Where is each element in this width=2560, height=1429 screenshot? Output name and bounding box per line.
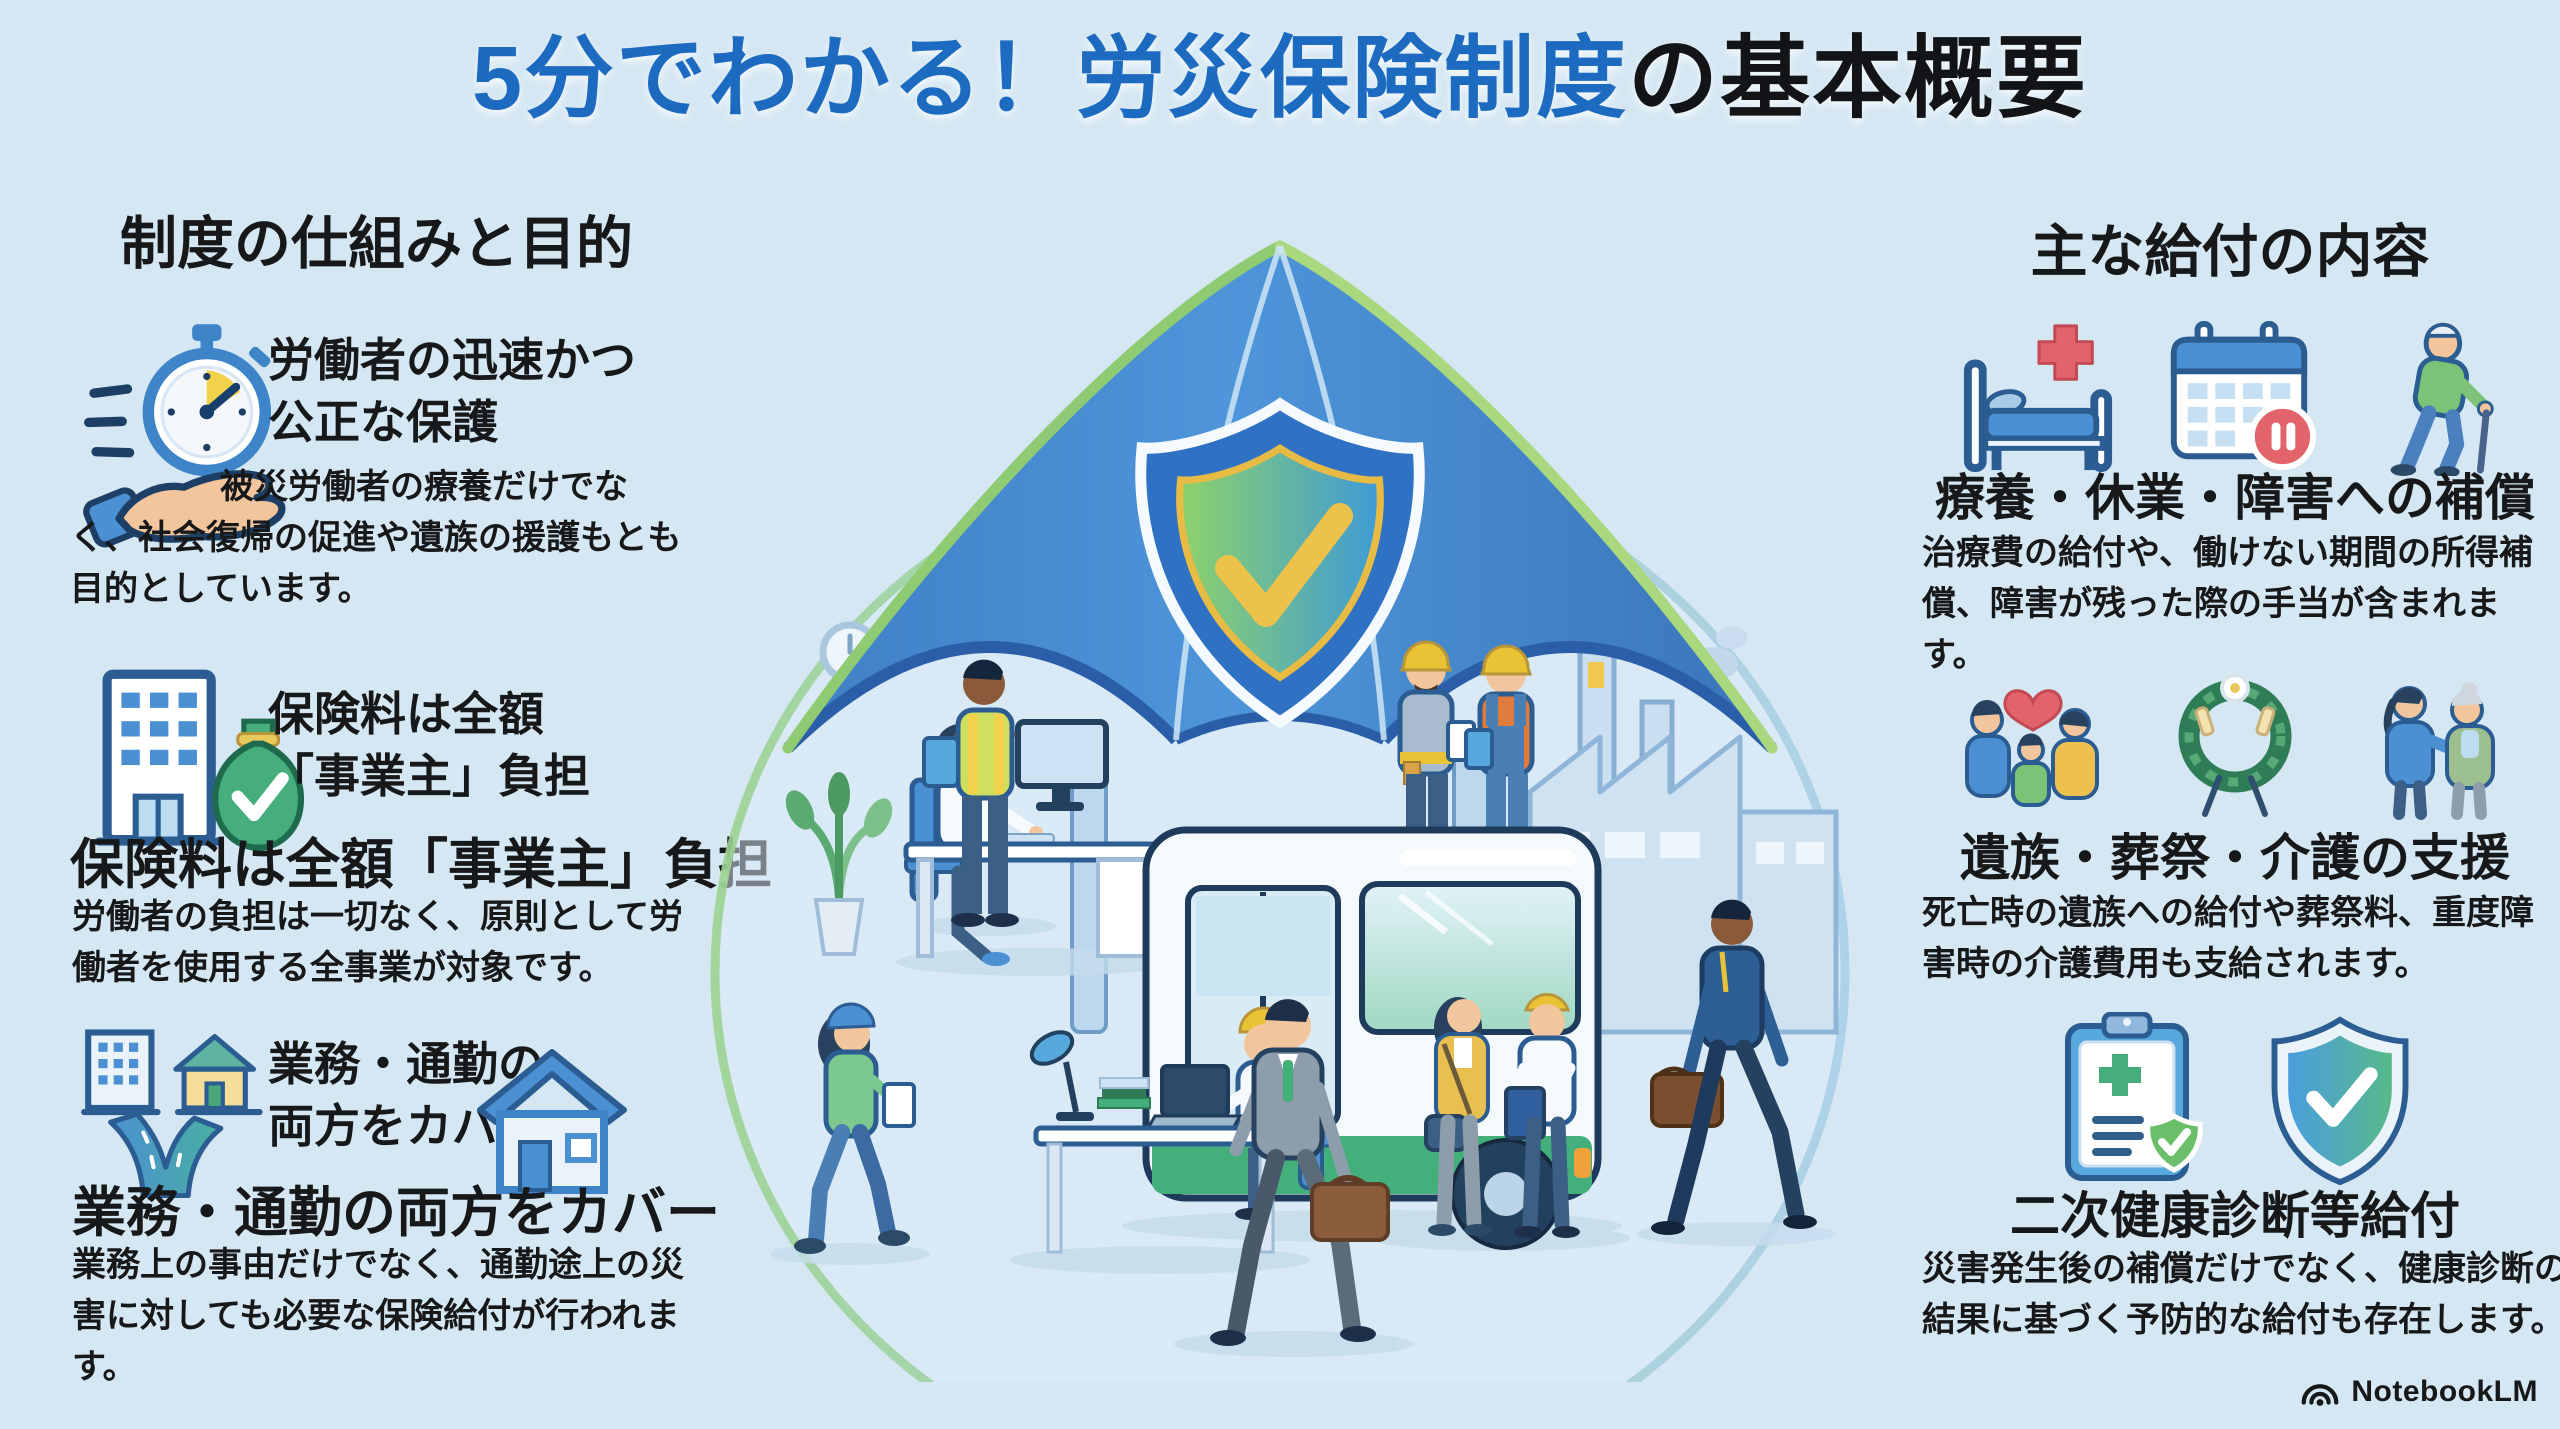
commuting-pair [1424,993,1580,1238]
right-item1-heading: 療養・休業・障害への補償 [1935,470,2535,526]
left-item3-description: 業務上の事由だけでなく、通勤途上の災害に対しても必要な保険給付が行われます。 [72,1246,684,1386]
right-item3-description: 災害発生後の補償だけでなく、健康診断の結果に基づく予防的な給付も存在します。 [1922,1250,2560,1339]
left-item1-description: 被災労働者の療養だけでなく、社会復帰の促進や遺族の援護もとも目的としています。 [70,468,682,608]
businessman-briefcase [1210,999,1390,1346]
caregiver-icon [2383,682,2495,820]
title-rest: の基本概要 [1628,29,2089,129]
right-item1-icons [1915,318,2555,476]
house-icon [477,1049,627,1194]
commute-route-icon [81,1029,263,1198]
protection-canopy-illustration [710,240,1850,1382]
right-item2-description: 死亡時の遺族への給付や葬祭料、重度障害時の介護費用も支給されます。 [1922,894,2534,983]
businessman-right [1650,899,1817,1235]
left-item2-heading: 保険料は全額 「事業主」負担 [268,688,590,802]
title-highlight: 5分でわかる！労災保険制度 [471,29,1629,129]
walking-worker [794,1002,916,1254]
family-heart-icon [1965,689,2099,807]
stopwatch-hand-icon [83,324,286,548]
shield-check-emblem [1135,397,1425,729]
page-title: 5分でわかる！労災保険制度の基本概要 [0,30,2560,129]
safety-vest-worker [922,659,1019,927]
right-item2-heading: 遺族・葬祭・介護の支援 [1960,830,2510,886]
funeral-wreath-icon [2178,673,2292,817]
shield-check-icon [2271,1016,2409,1186]
potted-plant [785,772,893,956]
building-moneybag-icon [94,669,305,851]
brand-label: NotebookLM [2351,1375,2538,1408]
brand-footer: NotebookLM [2299,1371,2538,1413]
left-item2-description: 労働者の負担は一切なく、原則として労働者を使用する全事業が対象です。 [72,898,683,987]
medical-checklist-icon [2065,1012,2203,1181]
notebooklm-logo-icon [2301,1384,2339,1406]
hospital-bed-icon [1963,324,2113,473]
right-item1-description: 治療費の給付や、働けない期間の所得補償、障害が残った際の手当が含まれます。 [1922,534,2533,674]
right-item2-icons [1915,662,2555,820]
left-section-header: 制度の仕組みと目的 [120,212,633,276]
right-item3-heading: 二次健康診断等給付 [2010,1188,2460,1244]
left-item1-heading: 労働者の迅速かつ 公正な保護 [268,334,636,448]
right-item3-icons [1915,1012,2555,1188]
calendar-pause-icon [2170,320,2317,471]
left-item3-subheading: 業務・通勤の両方をカバー [72,1183,720,1243]
right-section-header: 主な給付の内容 [2030,220,2430,284]
left-item2-subheading: 保険料は全額「事業主」負担 [70,835,772,895]
elderly-cane-icon [2390,322,2494,476]
